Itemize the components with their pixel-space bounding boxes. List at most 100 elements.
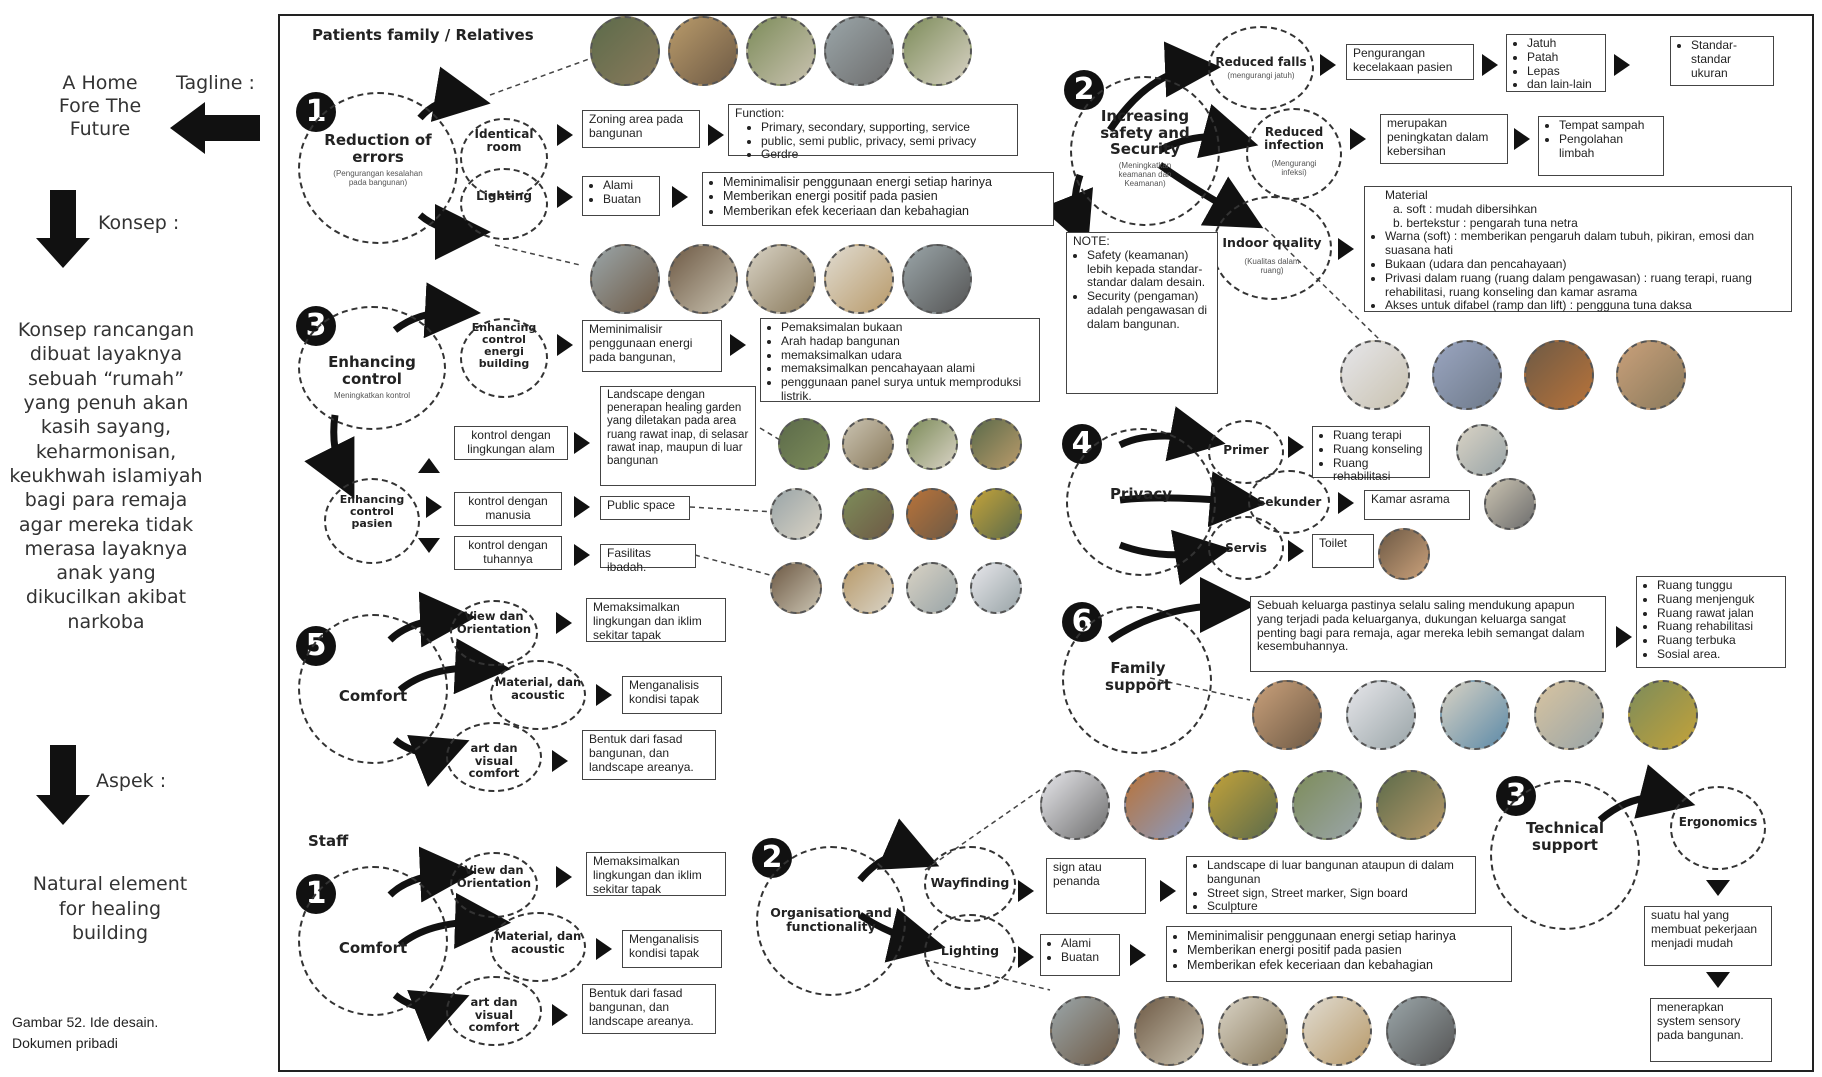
kontrol-manusia-desc: Public space [600,496,690,520]
light-type-item: Buatan [603,192,653,207]
energy-item: memaksimalkan udara [781,348,1033,363]
figure-caption: Gambar 52. Ide desain. Dokumen pribadi [12,1012,158,1054]
reduction-circle [298,92,458,244]
arrow-icon [1160,880,1176,902]
reduced-infection-label: Reduced infection [1264,125,1324,153]
wayfinding-label: Wayfinding [930,875,1010,890]
down-arrow-icon [418,538,440,553]
falls-items-box: Jatuh Patah Lepas dan lain-lain [1506,34,1606,92]
ergo-desc-box: suatu hal yang membuat pekerjaan menjadi… [1644,906,1772,966]
arrow-icon [1288,436,1304,458]
kontrol-tuhan-desc: Fasilitas ibadah. [600,544,696,574]
art-circle [446,722,542,792]
falls-std-list: Standar-standar ukuran [1677,38,1767,80]
aspek-text: Natural element for healing building [32,873,188,945]
sekunder-label: Sekunder [1256,495,1322,509]
staff-light-effect-item: Memberikan energi positif pada pasien [1187,943,1505,957]
kontrol-alam-desc: Landscape dengan penerapan healing garde… [600,386,756,486]
arrow-icon [557,334,573,356]
material-line: Material [1385,188,1428,202]
photo-circle [1040,770,1110,840]
photo-circle [1378,528,1430,580]
function-item: public, semi public, privacy, semi priva… [761,134,1011,149]
way-desc-box: sign atau penanda [1046,858,1146,914]
down-arrow-icon [36,190,90,268]
family-circle [1062,606,1212,754]
arrow-icon [557,186,573,208]
energy-item: Pemaksimalan bukaan [781,320,1033,335]
way-list: Landscape di luar bangunan ataupun di da… [1193,858,1469,914]
staff-art-desc: Bentuk dari fasad bangunan, dan landscap… [582,984,716,1034]
art-desc-box: Bentuk dari fasad bangunan, dan landscap… [582,730,716,780]
note-item: Security (pengaman) adalah pengawasan di… [1087,289,1211,331]
arrow-icon [1614,54,1630,76]
energy-label: Enhancing control energi building [471,321,537,371]
aspek-label: Aspek : [96,770,167,792]
ergo-result-box: menerapkan system sensory pada bangunan. [1650,998,1772,1062]
energy-item: Arah hadap bangunan [781,334,1033,349]
indoor-item: Privasi dalam ruang (ruang dalam pengawa… [1385,271,1785,300]
photo-circle [1292,770,1362,840]
indoor-quality-sub: (Kualitas dalam ruang) [1244,257,1300,275]
note-box: NOTE: Safety (keamanan) lebih kepada sta… [1066,232,1218,394]
primer-item: Ruang rehabilitasi [1333,456,1423,485]
photo-circle [1134,996,1204,1066]
arrow-icon [596,938,612,960]
photo-circle [746,244,816,314]
family-items-box: Ruang tunggu Ruang menjenguk Ruang rawat… [1636,576,1786,668]
arrow-icon [1482,54,1498,76]
photo-circle [906,488,958,540]
section-title-patients: Patients family / Relatives [312,26,534,44]
arrow-icon [1288,540,1304,562]
staff-light-effect-item: Meminimalisir penggunaan energi setiap h… [1187,929,1505,943]
falls-std-item: Standar-standar ukuran [1691,38,1767,80]
energy-desc-box: Meminimalisir penggunaan energi pada ban… [582,320,722,372]
view-desc-box: Memaksimalkan lingkungan dan iklim sekit… [586,598,726,642]
energy-item: penggunaan panel surya untuk memproduksi… [781,375,1033,404]
infection-item: Tempat sampah [1559,118,1657,133]
falls-desc-box: Pengurangan kecelakaan pasien [1346,44,1474,80]
function-list: Primary, secondary, supporting, service … [735,120,1011,162]
arrow-icon [1320,54,1336,76]
reduced-infection-circle [1246,108,1342,200]
photo-circle [1340,340,1410,410]
enhancing-pasien-circle [324,478,420,564]
energy-item: memaksimalkan pencahayaan alami [781,362,1033,376]
falls-std-box: Standar-standar ukuran [1670,36,1774,86]
photo-circle [770,488,822,540]
lighting-label: Lighting [476,189,532,203]
way-item: Landscape di luar bangunan ataupun di da… [1207,858,1469,887]
ergonomics-circle [1670,786,1766,870]
material-circle [490,660,586,730]
konsep-text: Konsep rancangan dibuat layaknya sebuah … [9,319,203,633]
staff-lighting-circle [924,914,1016,990]
staff-view-desc: Memaksimalkan lingkungan dan iklim sekit… [586,852,726,896]
indoor-list: Warna (soft) : memberikan pengaruh dalam… [1371,230,1785,313]
staff-lighting-label: Lighting [940,943,1000,958]
family-item: Ruang tunggu [1657,578,1779,593]
family-list: Ruang tunggu Ruang menjenguk Ruang rawat… [1643,578,1779,662]
photo-circle [1302,996,1372,1066]
function-item: Gerdre [761,148,1011,162]
function-item: Primary, secondary, supporting, service [761,120,1011,135]
tagline-text: A Home Fore The Future [58,72,142,140]
down-arrow-icon [1706,880,1730,896]
photo-circle [590,16,660,86]
falls-item: Patah [1527,50,1599,65]
tagline-label: Tagline : [176,72,255,94]
staff-light-effect-item: Memberikan efek keceriaan dan kebahagian [1187,958,1505,972]
photo-circle [778,418,830,470]
infection-item: Pengolahan limbah [1559,132,1657,161]
photo-circle [842,562,894,614]
konsep-label: Konsep : [98,212,180,234]
photo-circle [1484,478,1536,530]
note-list: Safety (keamanan) lebih kepada standar-s… [1073,248,1211,332]
organisation-title: Organisation and functionality [770,905,892,934]
enhancing-control-title: Enhancing control [328,353,416,388]
arrow-icon [1018,880,1034,902]
staff-art-label: art dan visual comfort [468,995,520,1035]
safety-circle [1070,76,1220,226]
reduction-title: Reduction of errors [324,131,432,166]
material-label: Material, dan acoustic [494,675,582,702]
photo-circle [590,244,660,314]
